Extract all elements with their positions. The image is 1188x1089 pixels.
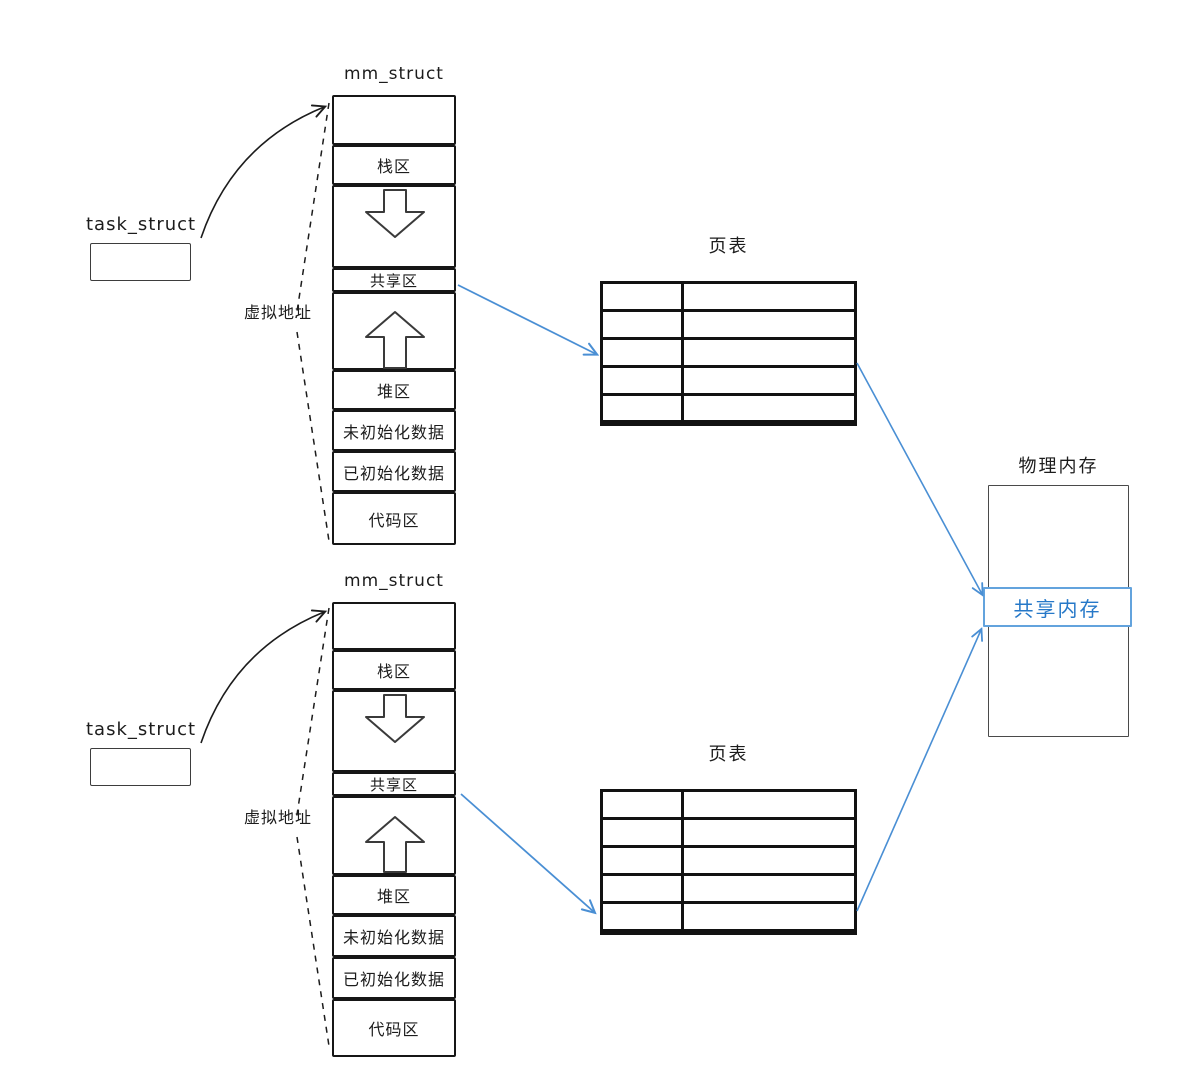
segment-uninitialized-data-1: 未初始化数据 xyxy=(332,410,456,451)
page-table-row xyxy=(603,820,854,848)
virtual-address-dash-top-1 xyxy=(295,102,330,319)
pagetable-to-physical-arrow-1 xyxy=(856,362,982,594)
segment-grow-up-1 xyxy=(332,292,456,370)
segment-empty-1 xyxy=(332,95,456,145)
segment-code-2: 代码区 xyxy=(332,999,456,1057)
shared-memory-box: 共享内存 xyxy=(983,587,1132,627)
task-struct-box-2 xyxy=(90,748,191,786)
page-table-label-2: 页表 xyxy=(708,744,749,765)
segment-empty-2 xyxy=(332,602,456,650)
page-table-row xyxy=(603,340,854,368)
pagetable-to-physical-arrow-2 xyxy=(856,630,981,912)
task-struct-label-2: task_struct xyxy=(86,719,197,740)
segment-grow-down-1 xyxy=(332,185,456,268)
page-table-column-divider xyxy=(681,792,684,932)
page-table-column-divider xyxy=(681,284,684,423)
segment-shared-1: 共享区 xyxy=(332,268,456,292)
page-table-row xyxy=(603,876,854,904)
task-struct-box-1 xyxy=(90,243,191,281)
segment-heap-2: 堆区 xyxy=(332,875,456,915)
virtual-address-dash-bottom-1 xyxy=(296,331,330,542)
segment-shared-2: 共享区 xyxy=(332,772,456,796)
virtual-address-dash-top-2 xyxy=(295,607,330,822)
shared-to-pagetable-arrow-1 xyxy=(457,284,596,354)
segment-stack-2: 栈区 xyxy=(332,650,456,690)
segment-grow-down-2 xyxy=(332,690,456,772)
task-struct-label-1: task_struct xyxy=(86,214,197,235)
page-table-row xyxy=(603,792,854,820)
physical-memory-label: 物理内存 xyxy=(1018,456,1099,477)
page-table-row xyxy=(603,904,854,932)
virtual-address-label-1: 虚拟地址 xyxy=(244,303,313,322)
task-to-mm-arrow-1 xyxy=(200,107,324,239)
segment-stack-1: 栈区 xyxy=(332,145,456,185)
segment-grow-up-2 xyxy=(332,796,456,875)
segment-uninitialized-data-2: 未初始化数据 xyxy=(332,915,456,957)
page-table-row xyxy=(603,848,854,876)
page-table-1 xyxy=(600,281,857,426)
shared-to-pagetable-arrow-2 xyxy=(460,793,594,912)
segment-initialized-data-1: 已初始化数据 xyxy=(332,451,456,492)
mm-struct-label-2: mm_struct xyxy=(344,571,444,591)
virtual-address-dash-bottom-2 xyxy=(296,836,330,1047)
page-table-row xyxy=(603,284,854,312)
page-table-label-1: 页表 xyxy=(708,236,749,257)
segment-heap-1: 堆区 xyxy=(332,370,456,410)
page-table-row xyxy=(603,368,854,396)
mm-struct-label-1: mm_struct xyxy=(344,64,444,84)
segment-code-1: 代码区 xyxy=(332,492,456,545)
segment-initialized-data-2: 已初始化数据 xyxy=(332,957,456,999)
page-table-row xyxy=(603,312,854,340)
page-table-2 xyxy=(600,789,857,935)
task-to-mm-arrow-2 xyxy=(200,612,324,744)
page-table-row xyxy=(603,396,854,423)
virtual-address-label-2: 虚拟地址 xyxy=(244,808,313,827)
